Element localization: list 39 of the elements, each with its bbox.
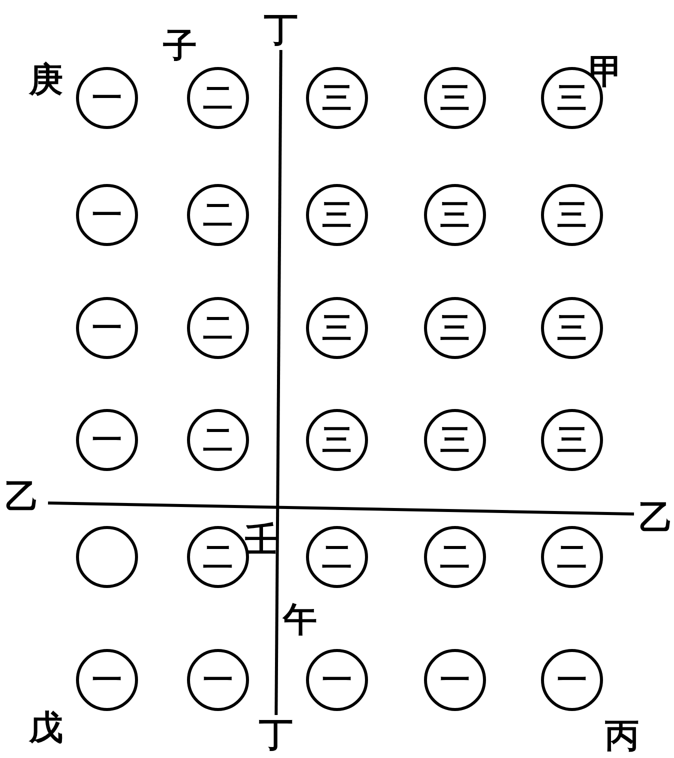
numeral-circle: 三: [541, 184, 603, 246]
point-label: 庚: [28, 60, 64, 100]
numeral-circle: 一: [76, 409, 138, 471]
straight-line: [274, 50, 282, 716]
numeral-circle: 三: [541, 409, 603, 471]
point-label: 午: [281, 600, 318, 640]
numeral-circle: 一: [76, 297, 138, 359]
numeral-circle: 三: [541, 297, 603, 359]
numeral-circle: 一: [76, 67, 138, 129]
numeral-circle: 三: [306, 67, 368, 129]
numeral-circle: 三: [424, 184, 486, 246]
point-label: 戊: [28, 708, 64, 748]
numeral-circle: 二: [424, 526, 486, 588]
straight-line: [48, 502, 634, 516]
numeral-circle: 三: [306, 297, 368, 359]
numeral-circle: 三: [424, 297, 486, 359]
point-label: 子: [162, 26, 198, 66]
numeral-circle: [76, 526, 138, 588]
numeral-circle: 一: [76, 649, 138, 711]
numeral-circle: 一: [541, 649, 603, 711]
numeral-circle: 二: [541, 526, 603, 588]
line-end-character: 乙: [2, 477, 42, 517]
numeral-circle: 三: [306, 409, 368, 471]
line-end-character: 丁: [261, 10, 301, 50]
numeral-circle: 三: [306, 184, 368, 246]
numeral-circle: 三: [424, 67, 486, 129]
line-end-character: 丁: [256, 715, 296, 755]
numeral-circle: 一: [76, 184, 138, 246]
numeral-circle: 二: [187, 67, 249, 129]
numeral-circle: 一: [306, 649, 368, 711]
numeral-circle: 一: [187, 649, 249, 711]
numeral-circle: 二: [187, 409, 249, 471]
numeral-circle: 一: [424, 649, 486, 711]
numeral-circle: 二: [187, 184, 249, 246]
point-label: 丙: [604, 716, 640, 756]
numeral-circle: 二: [187, 297, 249, 359]
numeral-circle: 三: [424, 409, 486, 471]
numeral-circle: 二: [306, 526, 368, 588]
line-end-character: 乙: [636, 498, 674, 538]
